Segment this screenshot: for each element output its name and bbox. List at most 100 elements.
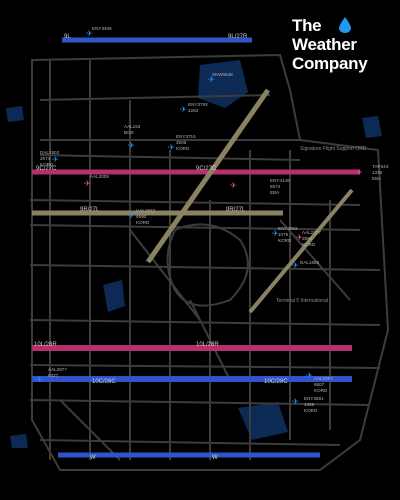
flight-eny3793[interactable]: ✈ ENY3793 4263 — [180, 102, 208, 114]
flight-altitude: 1075 — [278, 232, 289, 237]
runway-label-10l-right: 10L/28R — [196, 342, 219, 348]
flight-destination: EBA — [372, 176, 382, 181]
runway-label-10r-left: W — [90, 455, 96, 461]
flight-destination: KORD — [304, 408, 318, 413]
taxiway-diagonals — [59, 219, 351, 461]
aircraft-icon: ✈ — [356, 168, 363, 177]
flight-destination: EBA — [270, 190, 280, 195]
aircraft-icon: ✈ — [128, 211, 135, 220]
runway-label-10r-right: W — [212, 455, 218, 461]
aircraft-icon: ✈ — [168, 143, 175, 152]
flight-aal2977[interactable]: ✈ AAL2977 6327 — [36, 367, 67, 384]
runway-label-10l-left: 10L/28R — [34, 342, 57, 348]
flight-aal153[interactable]: ✈ AAL153 BOS — [124, 124, 141, 150]
flight-eny3405[interactable]: ✈ ENY3405 — [86, 26, 112, 38]
water-pond-north — [198, 60, 248, 108]
flight-altitude: 6574 — [270, 184, 281, 189]
flight-destination: KORD — [136, 220, 150, 225]
flight-destination: KORD — [40, 162, 54, 167]
flight-altitude: 6607 — [314, 382, 325, 387]
flight-altitude: 4690 — [136, 214, 147, 219]
flight-callsign: AAL2807 — [314, 376, 333, 381]
brand-line-1: The — [292, 16, 322, 35]
flight-callsign: ENY3793 — [188, 102, 208, 107]
flight-eny4149[interactable]: ✈ ENY4149 6574 EBA — [230, 178, 290, 195]
brand-line-2: Weather — [292, 35, 357, 54]
terminal5-label: Terminal 5 International — [276, 298, 328, 304]
flight-destination: KORD — [176, 146, 190, 151]
water-small-nw — [6, 106, 24, 122]
raindrop-icon — [339, 17, 351, 33]
aircraft-icon: ✈ — [180, 105, 187, 114]
aircraft-icon: ✈ — [292, 397, 299, 406]
flight-dal1656[interactable]: ✈ DAL1656 — [292, 260, 320, 270]
flight-altitude: 3550 — [302, 236, 313, 241]
runway-4l-22r — [145, 88, 271, 264]
flight-tap244[interactable]: ✈ TAP244 1335 EBA — [356, 164, 389, 181]
flight-altitude: 4263 — [188, 108, 199, 113]
terminal-labels: Signature Flight Support ORD Terminal 5 … — [276, 146, 367, 304]
runway-label-10c-left: 10C/28C — [92, 379, 116, 385]
runway-labels: 9L 9L/27R 9C/27C 9C/27C 9R/27L 9R/27L 10… — [34, 34, 288, 461]
runway-label-9c-left: 9C/27C — [36, 166, 57, 172]
flight-callsign: ENY3715 — [176, 134, 196, 139]
flight-aal2008[interactable]: ✈ AAL2008 — [84, 174, 109, 188]
runway-label-9r-left: 9R/27L — [80, 207, 100, 213]
flight-aal2377[interactable]: ✈ AAL2377 3550 KORD — [296, 230, 321, 247]
taxiway-inner-mid — [29, 199, 381, 271]
flight-eny3715[interactable]: ✈ ENY3715 3506 KORD — [168, 134, 196, 152]
flight-altitude: 1455 — [304, 402, 315, 407]
aircraft-icon: ✈ — [128, 141, 135, 150]
flight-callsign: ENY3405 — [92, 26, 112, 31]
runway-label-9c-right: 9C/27C — [196, 166, 217, 172]
runway-label-9l-left: 9L — [64, 34, 71, 40]
aircraft-icon: ✈ — [230, 181, 237, 190]
flight-callsign: ENY3591 — [304, 396, 324, 401]
runway-4r-22l — [248, 188, 354, 314]
flight-callsign: TAP244 — [372, 164, 389, 169]
taxiway-network — [29, 53, 390, 471]
aircraft-icon: ✈ — [296, 233, 303, 242]
flight-callsign: DAL1656 — [300, 260, 320, 265]
runway-label-9r-right: 9R/27L — [226, 207, 246, 213]
flight-callsign: ENY3602 — [278, 226, 298, 231]
terminal-core-loop — [166, 223, 249, 307]
aircraft-icon: ✈ — [292, 261, 299, 270]
flight-markers[interactable]: ✈ ENY3405 ✈ SKW5648 ✈ ENY3793 4263 ✈ AAL… — [36, 26, 389, 413]
runway-label-9l-right: 9L/27R — [228, 34, 248, 40]
water-small-e — [362, 116, 382, 138]
flight-ual1522[interactable]: ✈ UAL1522 4690 KORD — [128, 208, 156, 225]
water-pond-south — [238, 402, 288, 440]
flight-eny3602[interactable]: ✈ ENY3602 1075 KORD — [272, 226, 298, 243]
flight-callsign: AAL153 — [124, 124, 141, 129]
aircraft-icon: ✈ — [84, 179, 91, 188]
flight-eny3591[interactable]: ✈ ENY3591 1455 KORD — [292, 396, 324, 413]
runways — [32, 37, 360, 458]
water-pond-center — [103, 280, 125, 312]
flight-destination: KORD — [278, 238, 292, 243]
flight-destination: KORD — [314, 388, 328, 393]
taxiway-inner-south — [29, 319, 381, 446]
flight-altitude: 3506 — [176, 140, 187, 145]
flight-dal1502[interactable]: ✈ DAL1502 2674 KORD — [40, 150, 60, 167]
flight-callsign: AAL2977 — [48, 367, 67, 372]
runway-label-10c-right: 10C/28C — [264, 379, 288, 385]
flight-callsign: DAL1502 — [40, 150, 60, 155]
aircraft-icon: ✈ — [306, 371, 313, 380]
brand-line-3: Company — [292, 54, 368, 73]
flight-callsign: AAL2377 — [302, 230, 321, 235]
flight-altitude: 2674 — [40, 156, 51, 161]
flight-callsign: ENY4149 — [270, 178, 290, 183]
aircraft-icon: ✈ — [52, 155, 59, 164]
flight-destination: KORD — [302, 242, 316, 247]
water-small-sw — [10, 434, 28, 448]
aircraft-icon: ✈ — [272, 229, 279, 238]
flight-skw5648[interactable]: ✈ SKW5648 — [208, 72, 233, 84]
flight-aal2807[interactable]: ✈ AAL2807 6607 KORD — [306, 371, 333, 393]
brand-logo: The Weather Company — [292, 16, 392, 73]
flight-callsign: AAL2008 — [90, 174, 109, 179]
aircraft-icon: ✈ — [36, 375, 43, 384]
flight-altitude: 1335 — [372, 170, 383, 175]
flight-destination: BOS — [124, 130, 134, 135]
